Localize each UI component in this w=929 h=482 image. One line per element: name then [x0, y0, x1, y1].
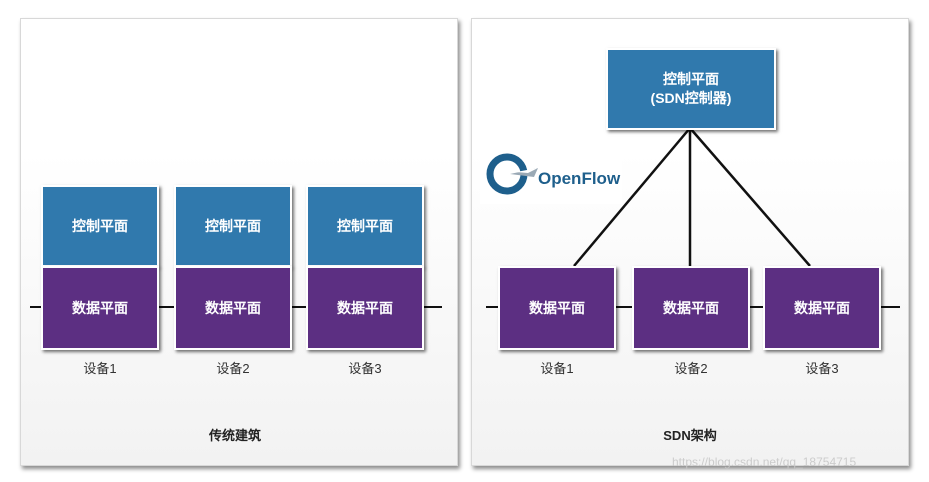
legacy-device-label-3: 设备3	[348, 361, 382, 376]
legacy-device-label-1: 设备1	[83, 361, 117, 376]
legacy-control-plane-2: 控制平面	[174, 185, 292, 267]
legacy-caption: 传统建筑	[208, 428, 261, 443]
legacy-control-plane-3: 控制平面	[306, 185, 424, 267]
sdn-data-plane-1: 数据平面	[498, 266, 616, 350]
link-to-device-3	[689, 127, 811, 267]
legacy-data-plane-3: 数据平面	[306, 266, 424, 350]
sdn-controller-box: 控制平面 (SDN控制器)	[606, 48, 776, 130]
openflow-logo: OpenFlow	[480, 147, 622, 204]
controller-line-2: (SDN控制器)	[650, 90, 732, 106]
sdn-device-label-3: 设备3	[805, 361, 839, 376]
watermark: https://blog.csdn.net/qq_18754715	[672, 455, 857, 469]
sdn-data-plane-3: 数据平面	[763, 266, 881, 350]
sdn-device-label-1: 设备1	[540, 361, 574, 376]
sdn-caption: SDN架构	[663, 428, 717, 443]
link-to-device-1	[573, 127, 691, 267]
openflow-logo-text: OpenFlow	[538, 169, 621, 188]
legacy-data-plane-1: 数据平面	[41, 266, 159, 350]
openflow-swirl-icon	[486, 153, 538, 195]
sdn-device-label-2: 设备2	[674, 361, 708, 376]
legacy-device-label-2: 设备2	[216, 361, 250, 376]
legacy-data-plane-2: 数据平面	[174, 266, 292, 350]
sdn-data-plane-2: 数据平面	[632, 266, 750, 350]
controller-line-1: 控制平面	[663, 71, 719, 87]
